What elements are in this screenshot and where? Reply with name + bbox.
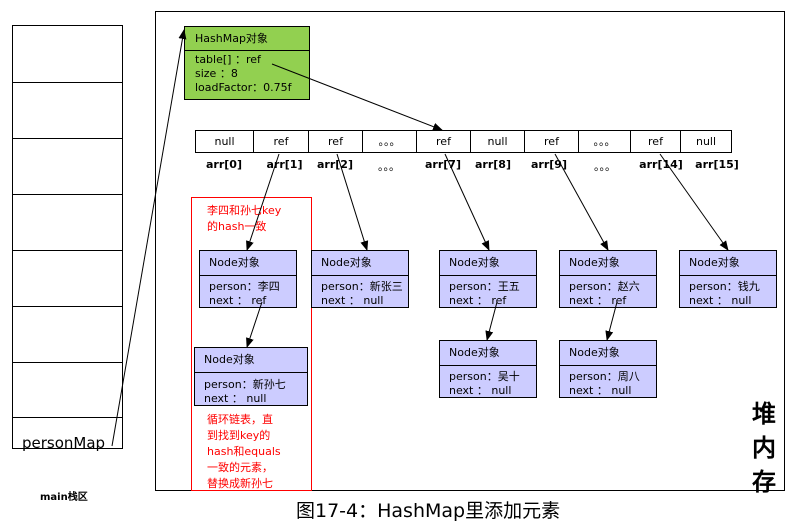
- heap-label: 堆内存: [752, 400, 776, 496]
- node-object: Node对象 person：李四 next ： ref: [199, 250, 297, 308]
- array-cell: 。。。: [362, 130, 416, 153]
- node-person-field: person：钱九: [689, 280, 760, 293]
- note-line: 循环链表，直: [207, 413, 273, 426]
- heap-frame: [155, 11, 785, 491]
- stack-slot: [13, 83, 122, 139]
- node-next-field: next ： null: [321, 294, 384, 307]
- node-next-field: next ： null: [449, 384, 512, 397]
- array-cell: 。。。: [578, 130, 630, 153]
- array-cell: null: [195, 130, 253, 153]
- note-line: 李四和孙七key: [207, 204, 282, 217]
- array-cell: ref: [416, 130, 470, 153]
- node-next-field: next ： ref: [569, 294, 627, 307]
- arrow-personmap-to-hashmap: [111, 29, 187, 447]
- array-index: 。。。: [378, 160, 400, 173]
- node-title: Node对象: [195, 348, 307, 373]
- stack-slot: [13, 251, 122, 307]
- node-title: Node对象: [200, 251, 296, 276]
- node-next-field: next ： ref: [209, 294, 267, 307]
- arrow-arr14-to-node: [659, 153, 729, 251]
- hashmap-object: HashMap对象 table[] ：ref size ：8 loadFacto…: [184, 26, 310, 100]
- array-cell: null: [470, 130, 524, 153]
- node-object: Node对象 person：新孙七 next ： null: [194, 347, 308, 406]
- node-person-field: person：新孙七: [204, 378, 286, 391]
- node-object: Node对象 person：周八 next ： null: [559, 340, 657, 398]
- stack-slot: [13, 26, 122, 83]
- array-cell: ref: [630, 130, 680, 153]
- array-cell: ref: [308, 130, 362, 153]
- array-index: arr[7]: [425, 158, 461, 171]
- collision-note: 李四和孙七key 的hash一致: [207, 203, 281, 235]
- note-line: 一致的元素，: [207, 461, 273, 474]
- arrow-node-next-chain: [605, 301, 618, 341]
- figure-caption: 图17-4：HashMap里添加元素: [296, 500, 561, 522]
- array-index: arr[14]: [639, 158, 683, 171]
- node-title: Node对象: [680, 251, 776, 276]
- note-line: 到找到key的: [207, 429, 271, 442]
- node-title: Node对象: [560, 341, 656, 366]
- node-title: Node对象: [560, 251, 656, 276]
- node-title: Node对象: [440, 251, 536, 276]
- node-next-field: next ： ref: [449, 294, 507, 307]
- stack-slot: [13, 363, 122, 418]
- personmap-variable: personMap: [22, 434, 106, 452]
- hashmap-title: HashMap对象: [185, 27, 309, 51]
- arrow-arr2-to-node: [336, 153, 369, 251]
- note-line: 替换成新孙七: [207, 477, 273, 490]
- collision-highlight-box: [191, 197, 312, 491]
- replace-note: 循环链表，直 到找到key的 hash和equals 一致的元素， 替换成新孙七: [207, 412, 281, 492]
- array-index: arr[2]: [317, 158, 353, 171]
- arrow-node-next-chain: [485, 301, 498, 341]
- stack-slot: [13, 139, 122, 195]
- array-cell: ref: [253, 130, 308, 153]
- arrow-arr9-to-node: [554, 153, 609, 251]
- node-title: Node对象: [312, 251, 408, 276]
- node-object: Node对象 person：新张三 next ： null: [311, 250, 409, 308]
- array-index: arr[8]: [475, 158, 511, 171]
- array-index: arr[0]: [206, 158, 242, 171]
- node-title: Node对象: [440, 341, 536, 366]
- node-next-field: next ： null: [689, 294, 752, 307]
- stack-slot: [13, 195, 122, 251]
- node-object: Node对象 person：赵六 next ： ref: [559, 250, 657, 308]
- node-object: Node对象 person：吴十 next ： null: [439, 340, 537, 398]
- array-cell: null: [680, 130, 732, 153]
- node-person-field: person：吴十: [449, 370, 520, 383]
- stack-frame: [12, 25, 123, 449]
- note-line: 的hash一致: [207, 220, 267, 233]
- node-person-field: person：王五: [449, 280, 520, 293]
- hashmap-size-field: size ：8: [195, 67, 238, 80]
- stack-slot: [13, 307, 122, 363]
- node-person-field: person：周八: [569, 370, 640, 383]
- arrow-arr7-to-node: [444, 153, 490, 251]
- array-index: arr[15]: [695, 158, 739, 171]
- node-next-field: next ： null: [204, 392, 267, 405]
- array-index: arr[9]: [531, 158, 567, 171]
- node-person-field: person：李四: [209, 280, 280, 293]
- arrow-node-next-chain: [246, 301, 263, 348]
- node-next-field: next ： null: [569, 384, 632, 397]
- arrow-table-to-array: [271, 63, 443, 131]
- hashmap-loadfactor-field: loadFactor：0.75f: [195, 81, 292, 94]
- node-object: Node对象 person：王五 next ： ref: [439, 250, 537, 308]
- stack-caption: main栈区: [40, 492, 88, 503]
- array-index: 。。。: [594, 160, 616, 173]
- array-index: arr[1]: [266, 158, 303, 171]
- arrow-arr1-to-node: [246, 153, 280, 251]
- node-person-field: person：赵六: [569, 280, 640, 293]
- node-person-field: person：新张三: [321, 280, 403, 293]
- note-line: hash和equals: [207, 445, 281, 458]
- hashmap-table-field: table[] ：ref: [195, 53, 261, 66]
- array-cell: ref: [524, 130, 578, 153]
- node-object: Node对象 person：钱九 next ： null: [679, 250, 777, 308]
